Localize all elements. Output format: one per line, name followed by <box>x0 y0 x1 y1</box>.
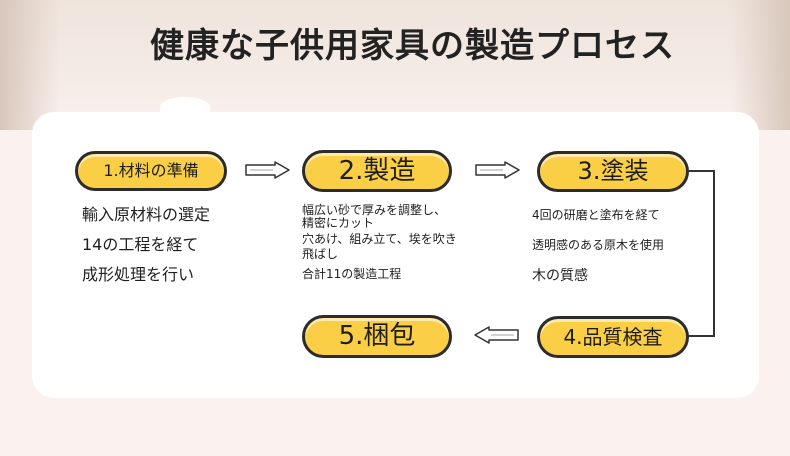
step-2-desc-line-1: 幅広い砂で厚みを調整し、 <box>302 203 447 217</box>
step-3-desc-line-2: 透明感のある原木を使用 <box>532 238 665 252</box>
card-notch <box>160 97 210 117</box>
step-5-pill: 5.梱包 <box>302 315 452 358</box>
page-title: 健康な子供用家具の製造プロセス <box>150 26 675 66</box>
step-2-desc-line-2: 精密にカット <box>302 216 375 230</box>
step-2-desc-line-5: 合計11の製造工程 <box>302 267 402 281</box>
step-2-pill: 2.製造 <box>302 150 452 192</box>
step-1-desc-line-3: 成形処理を行い <box>82 265 195 284</box>
step-4-pill: 4.品質検査 <box>537 316 689 358</box>
step-1-desc-line-2: 14の工程を経て <box>82 235 199 254</box>
step-3-pill: 3.塗装 <box>537 151 689 192</box>
step-2-desc-line-3: 穴あけ、組み立て、埃を吹き <box>302 232 457 246</box>
right-arrow-icon <box>245 161 290 179</box>
right-arrow-icon <box>475 161 520 179</box>
header-background <box>0 0 790 130</box>
step-2-desc-line-4: 飛ばし <box>302 247 339 261</box>
step-1-pill: 1.材料の準備 <box>75 151 227 191</box>
connector-line <box>687 170 715 337</box>
left-arrow-icon <box>474 326 519 344</box>
step-1-desc-line-1: 輸入原材料の選定 <box>82 205 211 224</box>
step-3-desc-line-1: 4回の研磨と塗布を経て <box>532 208 660 222</box>
step-3-desc-line-3: 木の質感 <box>532 268 588 284</box>
